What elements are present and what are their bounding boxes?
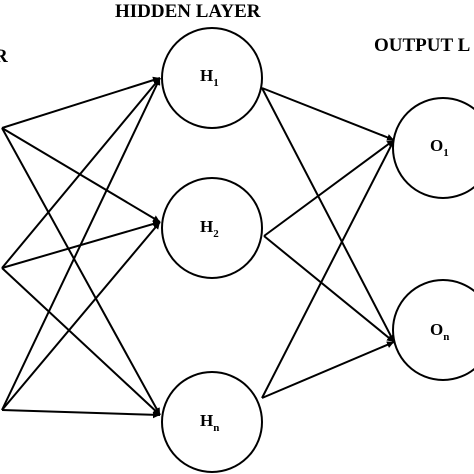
hidden-node-1: H1	[161, 27, 263, 129]
edge-i3-h2	[1, 221, 161, 411]
edge-h2-on	[263, 235, 395, 343]
input-to-hidden-edges	[1, 76, 161, 419]
hidden-node-2: H2	[161, 177, 263, 279]
edge-i3-h1	[1, 77, 161, 411]
output-node-1-label: O1	[430, 136, 449, 159]
hidden-node-2-circle	[161, 177, 263, 279]
output-node-n-label: On	[430, 320, 449, 343]
output-node-1-circle	[392, 97, 474, 199]
edge-i1-h1	[1, 76, 161, 129]
input-layer-label: R	[0, 46, 8, 67]
hidden-node-n-label: Hn	[200, 411, 219, 434]
edge-h1-on	[261, 87, 395, 343]
edge-i1-hn	[1, 127, 161, 416]
hidden-to-output-edges	[261, 87, 395, 399]
edge-i3-hn	[1, 409, 161, 419]
edge-hn-o1	[261, 139, 395, 399]
hidden-node-1-label: H1	[200, 66, 219, 89]
edge-i2-hn	[1, 267, 161, 416]
edge-i2-h1	[1, 77, 161, 269]
output-node-n-circle	[392, 279, 474, 381]
hidden-node-2-label: H2	[200, 217, 219, 240]
edge-h2-o1	[263, 139, 395, 237]
edge-h1-o1	[261, 87, 395, 141]
output-node-1: O1	[392, 97, 474, 199]
edge-i1-h2	[1, 127, 161, 223]
hidden-node-n: Hn	[161, 371, 263, 473]
output-layer-label: OUTPUT L	[374, 35, 470, 56]
hidden-layer-label: HIDDEN LAYER	[115, 1, 261, 22]
hidden-node-1-circle	[161, 27, 263, 129]
edge-hn-on	[261, 341, 395, 399]
hidden-node-n-circle	[161, 371, 263, 473]
output-node-n: On	[392, 279, 474, 381]
